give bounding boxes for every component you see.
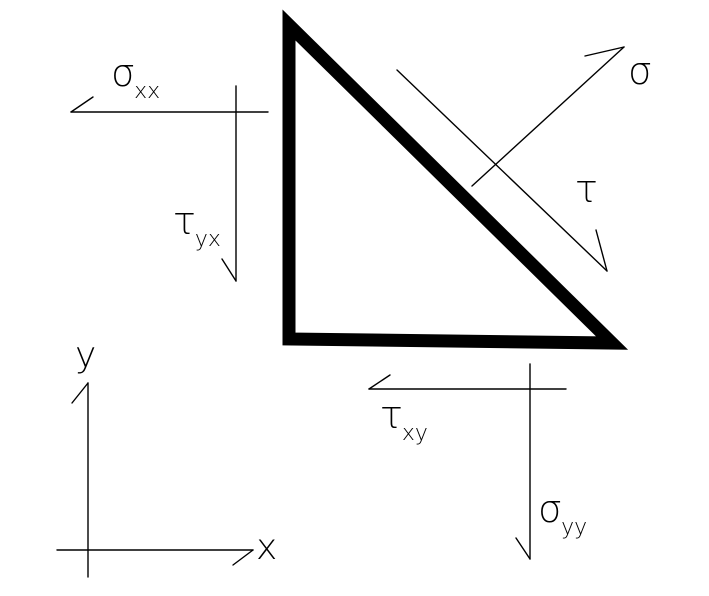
tau-symbol: τ	[575, 167, 598, 211]
sigma-yy-label: σyy	[538, 487, 587, 539]
x-axis	[56, 549, 254, 566]
x-axis-label: x	[256, 527, 278, 568]
tau-xy-arrow	[368, 374, 567, 390]
tau-shear-arrow	[396, 69, 608, 272]
sigma-label: σ	[628, 52, 652, 90]
sigma-normal-arrow	[471, 46, 625, 187]
tau-yx-label: τyx	[173, 199, 221, 251]
tau-yx-subscript: yx	[194, 227, 221, 252]
sigma-xx-label: σxx	[111, 51, 160, 103]
tau-yx-arrow	[221, 85, 237, 282]
y-axis-label: y	[75, 335, 97, 376]
sigma-xx-arrow	[70, 96, 269, 113]
sigma-xx-subscript: xx	[134, 79, 161, 104]
tau-yx-symbol: τ	[173, 199, 196, 243]
sigma-xx-symbol: σ	[111, 51, 136, 95]
sigma-yy-symbol: σ	[538, 487, 563, 531]
sigma-symbol: σ	[628, 49, 653, 93]
sigma-yy-subscript: yy	[561, 515, 588, 540]
triangle-element	[282, 9, 629, 350]
y-axis	[71, 382, 89, 578]
sigma-yy-arrow	[515, 363, 531, 560]
tau-xy-symbol: τ	[380, 393, 403, 437]
tau-xy-label: τxy	[380, 393, 428, 445]
tau-label: τ	[575, 170, 598, 208]
tau-xy-subscript: xy	[401, 421, 428, 446]
